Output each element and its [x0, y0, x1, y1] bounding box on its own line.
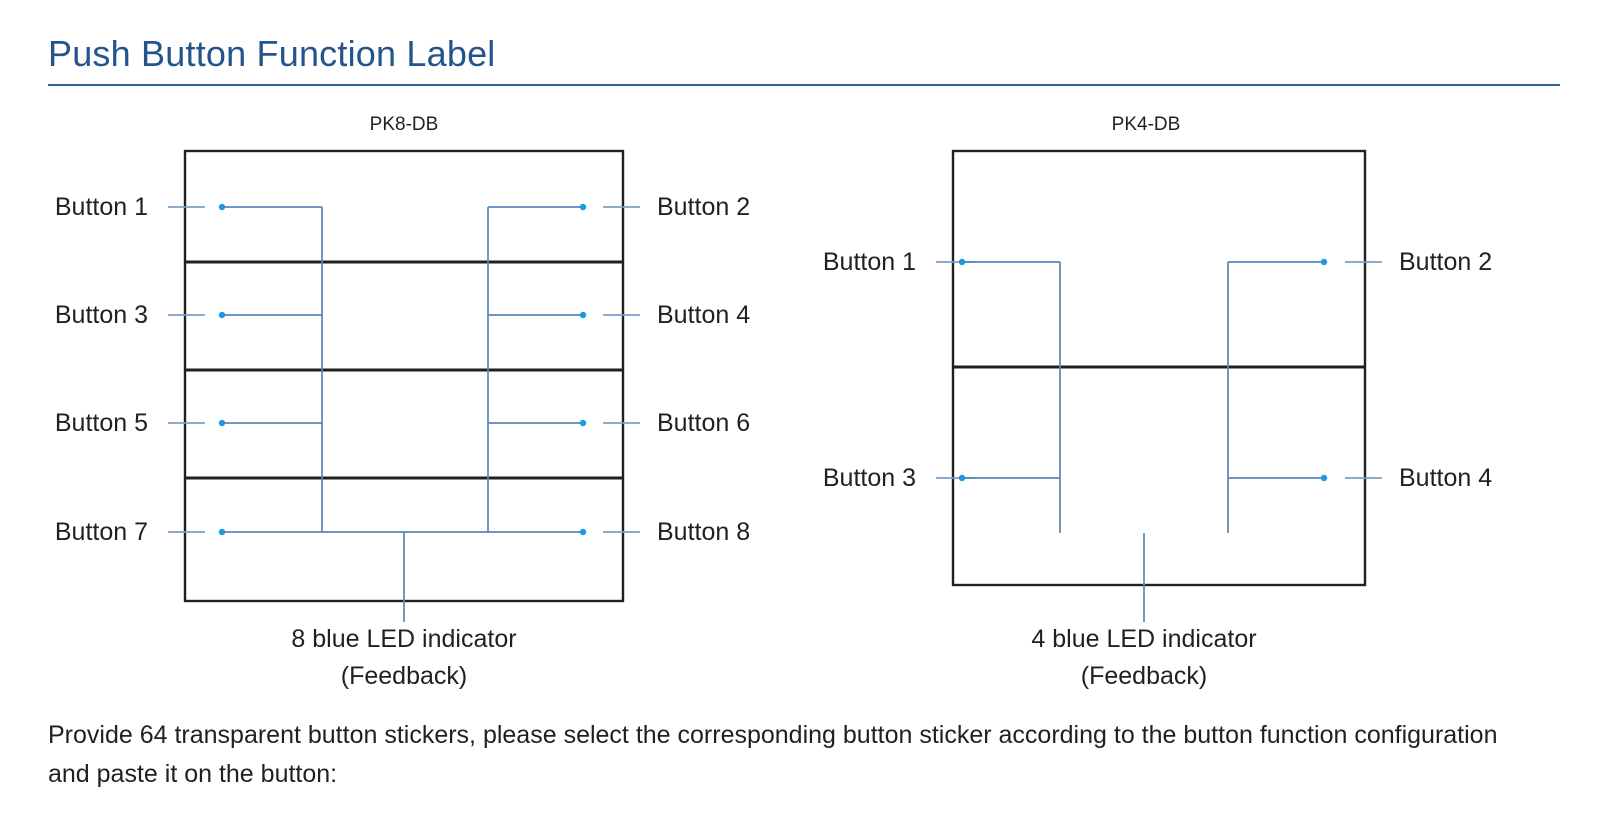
button-label-pk8-button-6: Button 6 — [657, 409, 750, 437]
instruction-line-1: Provide 64 transparent button stickers, … — [48, 721, 1498, 749]
led-indicator-dot-pk4-l1 — [958, 474, 966, 482]
panel-name-pk4: PK4-DB — [1112, 114, 1181, 135]
led-caption-line2-pk4: (Feedback) — [1081, 662, 1207, 690]
led-caption-line2-pk8: (Feedback) — [341, 662, 467, 690]
diagram-area: PK8-DB Button 1 Button 2 Button 3 Button 4 Bu… — [0, 104, 1608, 704]
led-caption-line1-pk4: 4 blue LED indicator — [1031, 625, 1256, 653]
led-indicator-dot-pk8-r1 — [579, 311, 587, 319]
button-label-pk8-button-5: Button 5 — [55, 409, 148, 437]
title-underline-rule — [48, 83, 1560, 86]
button-label-pk8-button-3: Button 3 — [55, 301, 148, 329]
button-label-pk4-button-4: Button 4 — [1399, 464, 1492, 492]
page-title: Push Button Function Label — [48, 33, 496, 74]
panel-name-pk8: PK8-DB — [370, 114, 439, 135]
button-label-pk4-button-3: Button 3 — [823, 464, 916, 492]
led-indicator-dot-pk8-r0 — [579, 203, 587, 211]
instruction-line-2: and paste it on the button: — [48, 759, 338, 788]
led-indicator-dot-pk4-r1 — [1320, 474, 1328, 482]
button-label-pk4-button-1: Button 1 — [823, 248, 916, 276]
button-label-pk8-button-2: Button 2 — [657, 193, 750, 221]
led-indicator-dot-pk8-r3 — [579, 528, 587, 536]
led-indicator-dot-pk8-l3 — [218, 528, 226, 536]
button-label-pk8-button-4: Button 4 — [657, 301, 750, 329]
led-indicator-dot-pk8-l0 — [218, 203, 226, 211]
button-label-pk8-button-7: Button 7 — [55, 518, 148, 546]
led-indicator-dot-pk4-l0 — [958, 258, 966, 266]
led-indicator-dot-pk4-r0 — [1320, 258, 1328, 266]
led-indicator-dot-pk8-r2 — [579, 419, 587, 427]
diagram-pk4: PK4-DB Button 1 Button 2 Button 3 Button 4 4 … — [823, 114, 1492, 690]
instruction-paragraph: Provide 64 transparent button stickers, … — [48, 716, 1528, 794]
title-block: Push Button Function Label — [48, 34, 1560, 86]
diagram-pk8: PK8-DB Button 1 Button 2 Button 3 Button 4 Bu… — [55, 114, 750, 690]
button-label-pk8-button-1: Button 1 — [55, 193, 148, 221]
led-indicator-dot-pk8-l1 — [218, 311, 226, 319]
led-caption-line1-pk8: 8 blue LED indicator — [291, 625, 516, 653]
button-label-pk4-button-2: Button 2 — [1399, 248, 1492, 276]
push-button-diagrams: PK8-DB Button 1 Button 2 Button 3 Button 4 Bu… — [55, 114, 1492, 690]
led-indicator-dot-pk8-l2 — [218, 419, 226, 427]
button-label-pk8-button-8: Button 8 — [657, 518, 750, 546]
